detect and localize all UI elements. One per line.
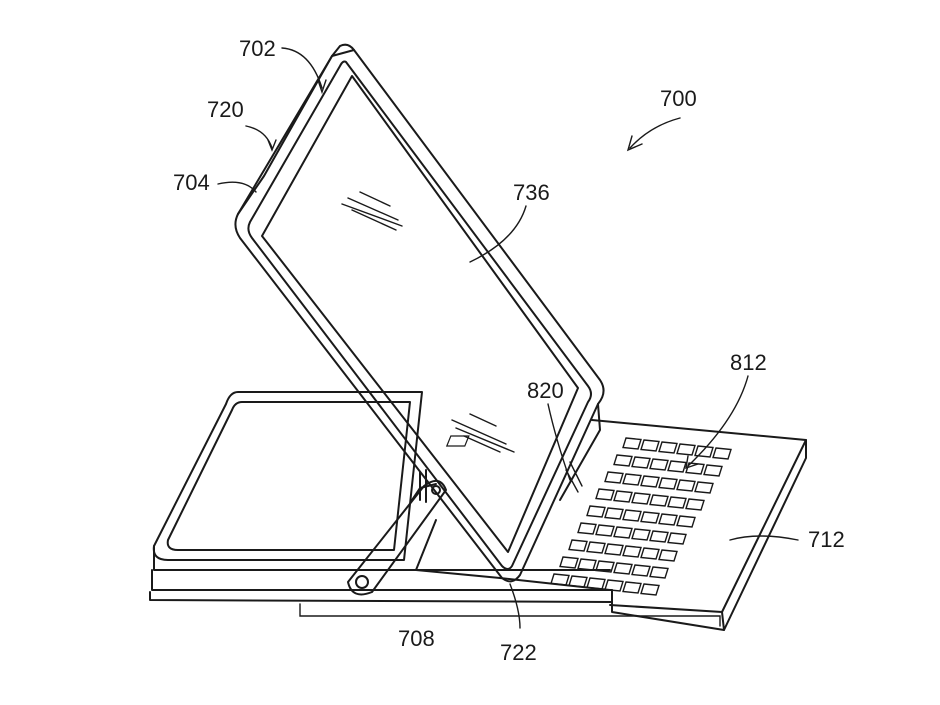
keyboard-key [613,562,633,575]
keyboard-key [568,539,588,552]
ref-label-704: 704 [173,170,210,195]
keyboard-key [595,488,615,501]
keyboard-key [595,560,615,573]
keyboard-key [694,445,714,458]
ref-label-720: 720 [207,97,244,122]
ref-label-820: 820 [527,378,564,403]
ref-label-702: 702 [239,36,276,61]
keyboard-key [649,566,669,579]
keyboard-key [658,441,678,454]
keyboard-key [622,581,642,594]
keyboard-key [703,464,723,477]
ref-label-736: 736 [513,180,550,205]
leader-700 [629,117,681,149]
ref-label-722: 722 [500,640,537,665]
keyboard-key [595,524,615,537]
keyboard-key [640,583,660,596]
keyboard-key [577,558,597,571]
cover-base-panel [149,391,613,603]
keyboard-key [604,507,624,520]
keyboard-key [649,458,669,471]
keyboard-key [694,481,714,494]
leader-712 [729,535,799,541]
keyboard-key [640,475,660,488]
keyboard-key [631,564,651,577]
keyboard-key [658,513,678,526]
keyboard-key [667,460,687,473]
keyboard-key [676,515,696,528]
keyboard-key [586,505,606,518]
leader-812 [687,375,749,467]
leader-704 [217,181,257,193]
keyboard-key [622,437,642,450]
tablet-device [234,43,605,583]
leader-lines [217,47,799,629]
leader-736 [469,205,527,263]
keyboard-key [640,547,660,560]
keyboard-key [604,543,624,556]
keyboard-key [640,511,660,524]
keyboard-key [676,443,696,456]
keyboard-key [658,549,678,562]
keyboard-key [577,522,597,535]
keyboard-key [676,479,696,492]
leader-708 [299,603,721,627]
keyboard-key [649,530,669,543]
keyboard-key [613,454,633,467]
keyboard-keys [445,435,470,447]
keyboard-key [631,528,651,541]
ref-label-700: 700 [660,86,697,111]
keyboard-key [658,477,678,490]
keyboard-key [631,456,651,469]
leader-702 [281,47,323,89]
ref-label-812: 812 [730,350,767,375]
ref-label-712: 712 [808,527,845,552]
keyboard-key [604,579,624,592]
keyboard-key [631,492,651,505]
keyboard-key [604,471,624,484]
keyboard-key [622,509,642,522]
leader-820 [547,403,571,481]
keyboard-key [649,494,669,507]
kickstand [347,469,611,596]
keyboard-key [613,526,633,539]
keyboard-key [640,439,660,452]
keyboard-key [613,490,633,503]
keyboard-key [712,447,732,460]
keyboard-key [622,545,642,558]
keyboard-key [685,462,705,475]
keyboard-key [667,532,687,545]
keyboard-key [559,556,579,569]
keyboard-key [586,541,606,554]
key-grid [550,437,732,596]
keyboard-key [622,473,642,486]
keyboard-key [667,496,687,509]
keyboard-key [685,498,705,511]
leader-722 [509,583,521,629]
leader-720 [245,125,273,149]
ref-label-708: 708 [398,626,435,651]
keyboard-section [445,419,807,631]
